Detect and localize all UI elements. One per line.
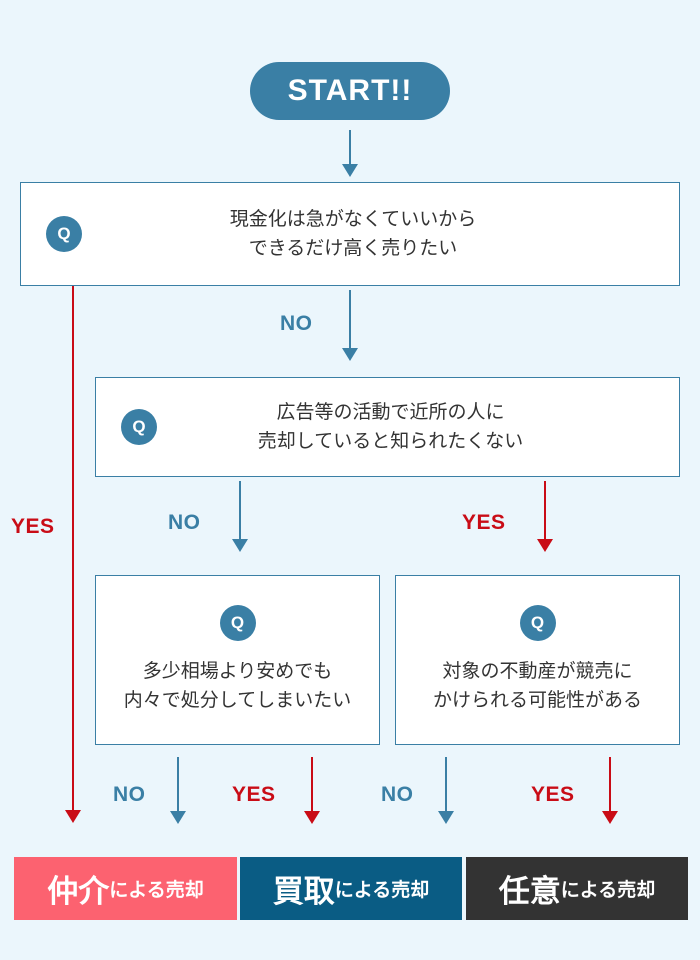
edge-q1-yes-arrowhead bbox=[65, 810, 81, 823]
edge-label-q3-yes: YES bbox=[232, 783, 276, 806]
edge-q4-yes-arrowhead bbox=[602, 811, 618, 824]
edge-q3-yes-arrowhead bbox=[304, 811, 320, 824]
edge-q3-yes-line bbox=[311, 757, 313, 815]
result-label-suffix-chukai: による売却 bbox=[109, 880, 204, 901]
result-label-strong-nini: 任意 bbox=[498, 874, 561, 909]
question-text-q1: 現金化は急がなくていいから できるだけ高く売りたい bbox=[229, 208, 477, 259]
edge-q1-no-arrowhead bbox=[342, 348, 358, 361]
edge-q2-yes-line bbox=[544, 481, 546, 543]
result-box-kaitori[interactable]: 買取による売却 bbox=[240, 857, 462, 920]
q-badge-icon: Q bbox=[46, 216, 82, 252]
edge-label-q2-yes: YES bbox=[462, 511, 506, 534]
edge-label-q4-no: NO bbox=[381, 783, 414, 806]
q-badge-icon: Q bbox=[121, 409, 157, 445]
q-badge-icon: Q bbox=[519, 604, 556, 641]
question-box-q1[interactable]: Q 現金化は急がなくていいから できるだけ高く売りたい bbox=[20, 182, 680, 286]
result-box-chukai[interactable]: 仲介による売却 bbox=[14, 857, 237, 920]
question-box-q2[interactable]: Q 広告等の活動で近所の人に 売却していると知られたくない bbox=[95, 377, 680, 477]
edge-label-q3-no: NO bbox=[113, 783, 146, 806]
edge-label-q1-no: NO bbox=[280, 312, 313, 335]
q-badge-icon: Q bbox=[219, 604, 256, 641]
edge-q2-no-line bbox=[239, 481, 241, 543]
question-box-q4[interactable]: Q 対象の不動産が競売に かけられる可能性がある bbox=[395, 575, 680, 745]
edge-label-q4-yes: YES bbox=[531, 783, 575, 806]
start-node: START!! bbox=[250, 62, 450, 120]
result-label-strong-chukai: 仲介 bbox=[47, 874, 110, 909]
edge-q2-no-arrowhead bbox=[232, 539, 248, 552]
edge-q1-no-line bbox=[349, 290, 351, 352]
edge-q4-no-line bbox=[445, 757, 447, 815]
edge-label-q2-no: NO bbox=[168, 511, 201, 534]
question-text-q3: 多少相場より安めでも 内々で処分してしまいたい bbox=[123, 660, 352, 711]
result-label-strong-kaitori: 買取 bbox=[272, 874, 335, 909]
edge-q2-yes-arrowhead bbox=[537, 539, 553, 552]
question-text-q4: 対象の不動産が競売に かけられる可能性がある bbox=[432, 660, 642, 711]
edge-q3-no-arrowhead bbox=[170, 811, 186, 824]
result-label-suffix-nini: による売却 bbox=[560, 880, 656, 901]
edge-q1-yes-line bbox=[72, 286, 74, 814]
edge-start-to-q1-arrowhead bbox=[342, 164, 358, 177]
result-box-nini[interactable]: 任意による売却 bbox=[466, 857, 688, 920]
result-label-suffix-kaitori: による売却 bbox=[334, 880, 430, 901]
edge-q3-no-line bbox=[177, 757, 179, 815]
edge-start-to-q1-line bbox=[349, 130, 351, 168]
edge-q4-yes-line bbox=[609, 757, 611, 815]
question-text-q2: 広告等の活動で近所の人に 売却していると知られたくない bbox=[257, 401, 524, 452]
edge-q4-no-arrowhead bbox=[438, 811, 454, 824]
question-box-q3[interactable]: Q 多少相場より安めでも 内々で処分してしまいたい bbox=[95, 575, 380, 745]
edge-label-q1-yes: YES bbox=[11, 515, 55, 538]
